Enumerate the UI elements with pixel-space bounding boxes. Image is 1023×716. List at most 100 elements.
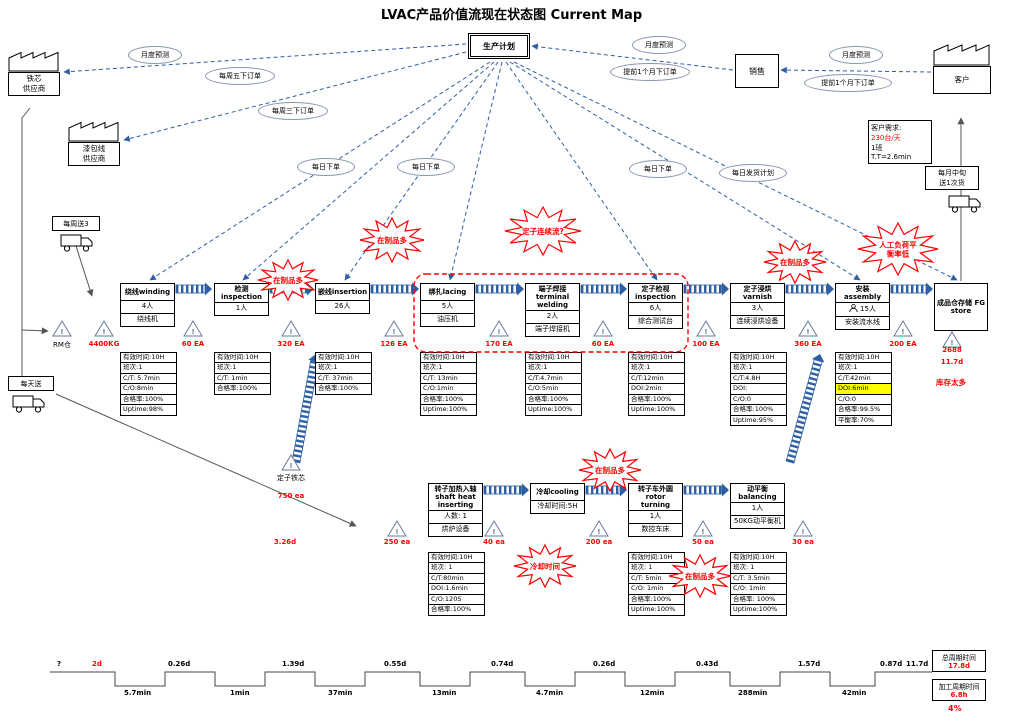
- info-flow-line: [448, 61, 503, 281]
- push-arrow: [475, 282, 524, 296]
- inventory-qty: 320 EA: [277, 340, 305, 348]
- process-title: 动平衡 balancing: [730, 483, 785, 504]
- timeline-ladder: [50, 671, 932, 687]
- operator-icon: [849, 304, 858, 315]
- timeline-wait-label: 11.7d: [906, 660, 929, 668]
- inventory-triangle-icon: [942, 331, 962, 348]
- monthly-delivery-label: 每月中旬 送1次货: [925, 166, 979, 190]
- operator-count-label: 2人: [546, 312, 559, 321]
- svg-text:!: !: [701, 528, 704, 536]
- process-time-ratio: 4%: [948, 704, 962, 713]
- wire-supplier-label: 漆包线 供应商: [68, 142, 120, 166]
- wire-supplier-factory: 漆包线 供应商: [68, 120, 120, 166]
- customer-demand-box: 客户需求: 230台/天 1班 T.T=2.6min: [868, 120, 932, 164]
- process-title: 冷却cooling: [530, 483, 585, 501]
- truck-icon: [60, 234, 93, 252]
- svg-text:!: !: [497, 328, 500, 336]
- push-arrow: [580, 282, 627, 296]
- operator-count-row: 1人: [214, 303, 269, 317]
- factory-icon: [68, 121, 119, 142]
- timeline-wait-label: 0.74d: [491, 660, 514, 668]
- stator-core-label: 定子铁芯: [277, 474, 305, 482]
- push-arrow: [785, 282, 834, 296]
- timeline-wait-label: 0.43d: [696, 660, 719, 668]
- info-flow-label: 每日发货计划: [719, 164, 787, 182]
- inventory-triangle-icon: [793, 520, 813, 537]
- inventory-triangle-icon: [484, 520, 504, 537]
- operator-count-label: 3人: [751, 304, 764, 313]
- inventory-qty: 60 EA: [181, 340, 205, 348]
- inventory-triangle-icon: [52, 320, 72, 337]
- svg-text:!: !: [704, 328, 707, 336]
- timeline-wait-label: 0.26d: [593, 660, 616, 668]
- stator-core-leadtime: 3.26d: [273, 538, 297, 546]
- info-flow-label: 每日下单: [397, 158, 455, 176]
- operator-count-label: 1人: [235, 304, 248, 313]
- inventory-triangle-icon: [281, 320, 301, 337]
- weekly-truck: [60, 232, 94, 256]
- demand-title: 客户需求:: [871, 124, 902, 132]
- core-supplier-label: 铁芯 供应商: [8, 72, 60, 96]
- push-arrow: [269, 282, 314, 296]
- inventory-qty: 100 EA: [692, 340, 720, 348]
- fg-store-box: 成品仓存储 FG store: [934, 283, 988, 331]
- fg-inventory-note: 库存太多: [936, 378, 966, 387]
- timeline-process-label: 37min: [328, 689, 353, 697]
- demand-rate: 230台/天: [871, 134, 901, 142]
- rm-delivery-line: [21, 327, 49, 335]
- process-time-label: 加工周期时间: [938, 683, 980, 691]
- data-row: 合格率:100%: [315, 383, 372, 395]
- fg-store-title: 成品仓存储 FG store: [934, 283, 988, 331]
- operator-count-row: 4人: [120, 301, 175, 314]
- demand-takt: T.T=2.6min: [871, 153, 912, 161]
- info-flow-label: 提前1个月下订单: [804, 74, 892, 92]
- process-time-box: 加工周期时间 6.8h: [932, 679, 986, 701]
- timeline-process-label: 4.7min: [536, 689, 564, 697]
- info-flow-label: 每周三下订单: [258, 102, 328, 120]
- operator-count-label: 5人: [441, 302, 454, 311]
- process-title: 转子车外圆 rotor turning: [628, 483, 683, 512]
- svg-text:!: !: [801, 528, 804, 536]
- info-flow-label: 每周五下订单: [205, 67, 275, 85]
- weekly-delivery-line: [75, 245, 94, 297]
- total-leadtime-value: 17.8d: [948, 662, 970, 670]
- inventory-qty: 50 ea: [692, 538, 714, 546]
- factory-icon: [933, 44, 990, 66]
- process-title: 绑扎lacing: [420, 283, 475, 301]
- inventory-triangle-icon: [387, 520, 407, 537]
- operator-count-row: 6人: [628, 303, 683, 317]
- monthly-truck: [948, 193, 982, 217]
- inventory-qty: 30 ea: [792, 538, 814, 546]
- inventory-triangle-icon: [281, 454, 301, 471]
- svg-text:!: !: [191, 328, 194, 336]
- inventory-triangle-icon: [798, 320, 818, 337]
- timeline-process-label: 13min: [432, 689, 457, 697]
- equipment-label: 绕线机: [120, 314, 175, 327]
- svg-text:!: !: [392, 328, 395, 336]
- info-flow-line: [531, 43, 734, 71]
- inventory-triangle-icon: [183, 320, 203, 337]
- equipment-label: 安装流水线: [835, 316, 890, 330]
- data-row: Uptime:100%: [525, 404, 582, 416]
- process-title: 嵌线insertion: [315, 283, 370, 301]
- operator-count-label: 1人: [751, 504, 764, 513]
- equipment-label: 连续浸烘设备: [730, 316, 785, 330]
- timeline-wait-label: 0.87d: [880, 660, 903, 668]
- svg-text:!: !: [289, 328, 292, 336]
- inventory-triangle-icon: [384, 320, 404, 337]
- process-title: 安装assembly: [835, 283, 890, 304]
- svg-text:!: !: [597, 528, 600, 536]
- total-leadtime-label: 总周期时间: [942, 654, 976, 662]
- svg-text:!: !: [289, 462, 292, 470]
- inventory-qty: 360 EA: [794, 340, 822, 348]
